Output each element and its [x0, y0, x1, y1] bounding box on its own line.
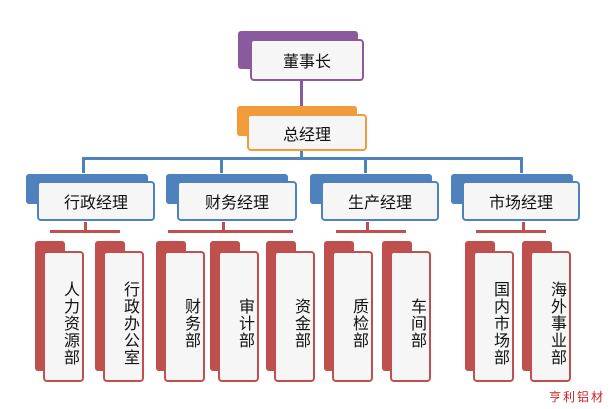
manager-card: 市场经理	[462, 181, 580, 221]
department-label: 质检部	[350, 298, 369, 349]
department-label: 车间部	[408, 298, 427, 349]
department-card: 财务部	[164, 251, 205, 382]
connector-dept-bus-4	[476, 230, 546, 233]
department-card: 人力资源部	[43, 251, 84, 382]
department-label: 国内市场部	[491, 281, 510, 366]
connector-manager-1	[82, 157, 85, 173]
manager-label: 行政经理	[63, 193, 128, 212]
department-label: 审计部	[236, 298, 255, 349]
watermark-text: 亨利铝材	[548, 390, 605, 404]
connector-dept-drop-3	[366, 222, 369, 232]
manager-label: 财务经理	[204, 193, 269, 212]
connector-dept-drop-1	[84, 222, 87, 232]
connector-dept-drop-4	[522, 222, 525, 232]
department-card: 资金部	[274, 251, 315, 382]
connector-manager-4	[520, 157, 523, 173]
department-label: 资金部	[292, 298, 311, 349]
connector-manager-bus	[82, 157, 523, 160]
connector-dept-bus-2	[168, 230, 293, 233]
gm-label: 总经理	[282, 124, 331, 144]
chairman-card: 董事长	[250, 39, 364, 81]
manager-label: 市场经理	[488, 193, 553, 212]
department-card: 审计部	[218, 251, 259, 382]
department-card: 质检部	[332, 251, 373, 382]
department-card: 国内市场部	[473, 251, 514, 382]
manager-card: 生产经理	[321, 181, 439, 221]
gm-card: 总经理	[247, 114, 367, 151]
department-label: 海外事业部	[548, 281, 567, 366]
connector-manager-3	[364, 157, 367, 173]
chairman-label: 董事长	[282, 52, 331, 71]
manager-card: 行政经理	[37, 181, 155, 221]
department-card: 车间部	[390, 251, 431, 382]
connector-gm-trunk	[300, 150, 303, 159]
department-card: 海外事业部	[530, 251, 571, 382]
department-label: 财务部	[182, 298, 201, 349]
connector-manager-2	[220, 157, 223, 173]
connector-dept-bus-3	[336, 230, 406, 233]
manager-label: 生产经理	[347, 193, 412, 212]
manager-card: 财务经理	[177, 181, 297, 221]
department-card: 行政办公室	[103, 251, 144, 382]
connector-chairman-gm	[300, 80, 303, 108]
department-label: 行政办公室	[121, 281, 140, 366]
department-label: 人力资源部	[61, 281, 80, 366]
connector-dept-drop-2	[222, 222, 225, 232]
